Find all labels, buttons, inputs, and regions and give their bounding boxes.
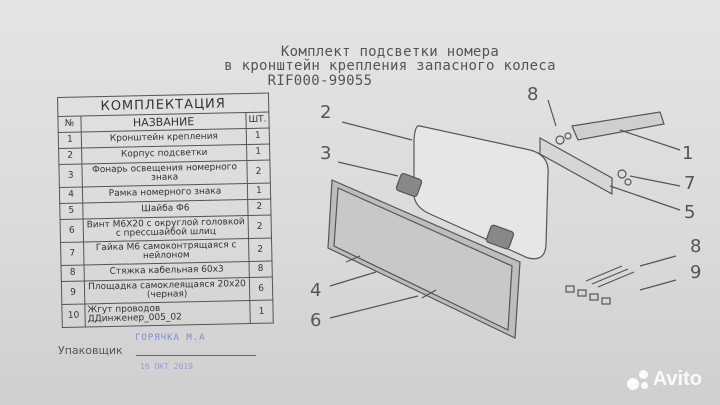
washer	[555, 135, 565, 145]
title-line-2: в кронштейн крепления запасного колеса	[224, 58, 556, 74]
title-line-1: Комплект подсветки номера	[280, 44, 500, 60]
adhesive-pad	[589, 293, 599, 301]
callout-3: 3	[320, 143, 332, 164]
leader-line	[329, 271, 377, 287]
leader-line	[341, 121, 413, 141]
callout-2: 2	[320, 102, 332, 123]
lamp-right	[485, 224, 515, 250]
callout-8-bottom: 8	[690, 236, 702, 257]
callout-9: 9	[690, 262, 702, 283]
packer-stamp-date: 16 ОКТ 2019	[140, 362, 193, 371]
leader-line	[329, 295, 419, 319]
nut	[624, 178, 632, 186]
bracket-bar	[571, 111, 665, 141]
callout-7: 7	[684, 173, 696, 194]
callout-4: 4	[310, 280, 322, 301]
callout-1: 1	[682, 143, 694, 164]
adhesive-pad	[565, 285, 575, 293]
packer-stamp-name: ГОРЯЧКА М.А	[135, 333, 206, 343]
washer	[564, 132, 572, 140]
callout-5: 5	[684, 202, 696, 223]
callout-6: 6	[310, 310, 322, 331]
avito-watermark: Avito	[626, 368, 702, 391]
adhesive-pad	[577, 289, 587, 297]
plate-frame-inner	[333, 187, 513, 331]
title-line-3: RIF000-99055	[267, 73, 373, 89]
lamp-left	[395, 173, 423, 197]
cable-tie	[591, 268, 629, 285]
avito-logo-icon	[626, 369, 649, 390]
callout-8-top: 8	[527, 84, 539, 105]
leader-line	[609, 185, 681, 211]
leader-line	[629, 175, 681, 187]
cable-tie	[597, 271, 635, 288]
adhesive-pad	[601, 297, 611, 305]
bracket-plate	[539, 136, 613, 196]
leader-line	[337, 161, 399, 177]
packer-label: Упаковщик	[58, 344, 123, 357]
nut	[617, 169, 627, 179]
screw	[345, 255, 361, 263]
cable-tie	[585, 265, 623, 282]
signature-line	[136, 355, 256, 356]
light-housing	[413, 125, 549, 260]
leader-line	[619, 129, 681, 151]
leader-line	[547, 99, 557, 127]
leader-line	[639, 279, 677, 291]
watermark-text: Avito	[652, 368, 702, 390]
screw	[421, 289, 437, 299]
leader-line	[639, 255, 677, 267]
